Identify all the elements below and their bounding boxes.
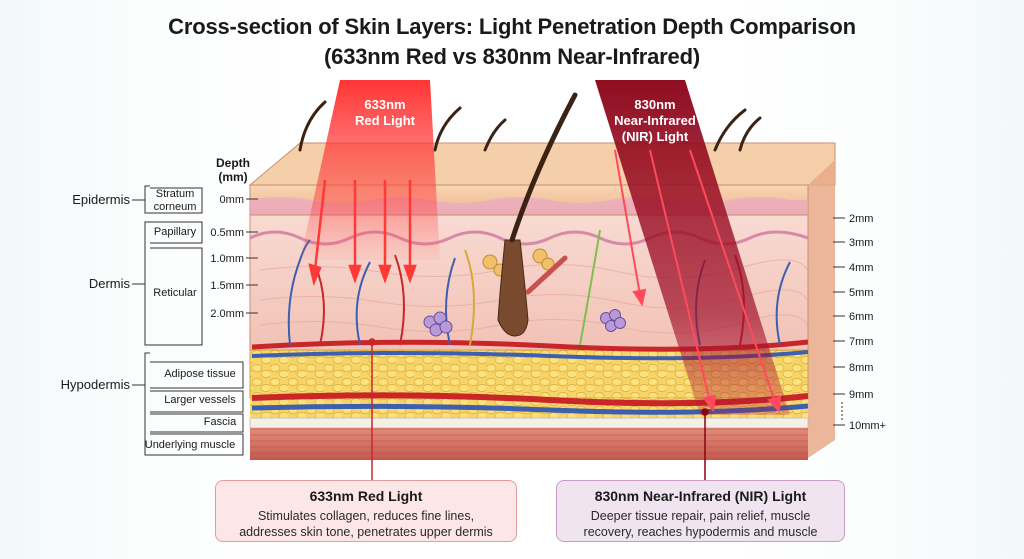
red-callout [368, 338, 376, 480]
label-adipose: Adipose tissue [164, 368, 236, 380]
sebaceous-gland [482, 248, 555, 277]
right-depth-4: 6mm [849, 311, 873, 323]
right-depth-7: 9mm [849, 389, 873, 401]
right-depth-0: 2mm [849, 213, 873, 225]
label-stratum-line1: Stratum [156, 188, 195, 200]
label-papillary: Papillary [154, 226, 197, 238]
fascia-band [249, 417, 809, 429]
sweat-gland-left [423, 311, 453, 337]
label-dermis: Dermis [89, 276, 131, 291]
nir-light-beam [595, 80, 790, 415]
red-info-line1: Stimulates collagen, reduces fine lines, [257, 509, 475, 523]
red-light-beam [300, 80, 440, 260]
nir-beam-label: 830nm Near-Infrared (NIR) Light [614, 97, 696, 144]
label-hypodermis: Hypodermis [61, 377, 131, 392]
right-depth-3: 5mm [849, 287, 873, 299]
red-beam-label-line2: Red Light [355, 113, 416, 128]
left-depth-4: 2.0mm [210, 308, 244, 320]
red-light-info-box: 633nm Red Light Stimulates collagen, red… [215, 480, 517, 542]
label-stratum-line2: corneum [154, 201, 197, 213]
label-muscle: Underlying muscle [145, 439, 235, 451]
nir-beam-arrows [614, 149, 782, 414]
right-depth-2: 4mm [849, 262, 873, 274]
left-depth-2: 1.0mm [210, 253, 244, 265]
nir-info-title: 830nm Near-Infrared (NIR) Light [594, 488, 807, 504]
skin-right-side [808, 160, 835, 458]
title-line-1: Cross-section of Skin Layers: Light Pene… [168, 14, 856, 39]
left-depth-0: 0mm [220, 194, 244, 206]
left-depth-3: 1.5mm [210, 280, 244, 292]
red-beam-label: 633nm Red Light [355, 97, 416, 128]
arrector-muscle [525, 255, 568, 295]
nir-info-line1: Deeper tissue repair, pain relief, muscl… [590, 509, 811, 523]
red-info-line2: addresses skin tone, penetrates upper de… [239, 525, 493, 539]
depth-header-line1: Depth [216, 156, 250, 170]
label-reticular: Reticular [153, 287, 197, 299]
hair-follicle [497, 239, 529, 337]
red-info-title: 633nm Red Light [309, 488, 423, 504]
title-line-2: (633nm Red vs 830nm Near-Infrared) [324, 44, 700, 69]
right-depth-5: 7mm [849, 336, 873, 348]
left-depth-1: 0.5mm [210, 227, 244, 239]
nir-light-info-box: 830nm Near-Infrared (NIR) Light Deeper t… [556, 480, 845, 542]
right-depth-1: 3mm [849, 237, 873, 249]
nir-beam-label-line2: Near-Infrared [614, 113, 696, 128]
label-epidermis: Epidermis [72, 192, 130, 207]
right-depth-6: 8mm [849, 362, 873, 374]
nir-info-line2: recovery, reaches hypodermis and muscle [583, 525, 818, 539]
red-beam-label-line1: 633nm [364, 97, 405, 112]
nir-beam-label-line3: (NIR) Light [622, 129, 689, 144]
sweat-gland-right [600, 309, 626, 332]
label-vessels: Larger vessels [164, 394, 236, 406]
hair-shafts [298, 92, 762, 243]
red-beam-arrows [308, 179, 417, 286]
depth-header-line2: (mm) [218, 170, 247, 184]
label-fascia: Fascia [204, 416, 237, 428]
right-depth-8: 10mm+ [849, 420, 886, 432]
nir-callout [701, 408, 709, 480]
nir-beam-label-line1: 830nm [634, 97, 675, 112]
